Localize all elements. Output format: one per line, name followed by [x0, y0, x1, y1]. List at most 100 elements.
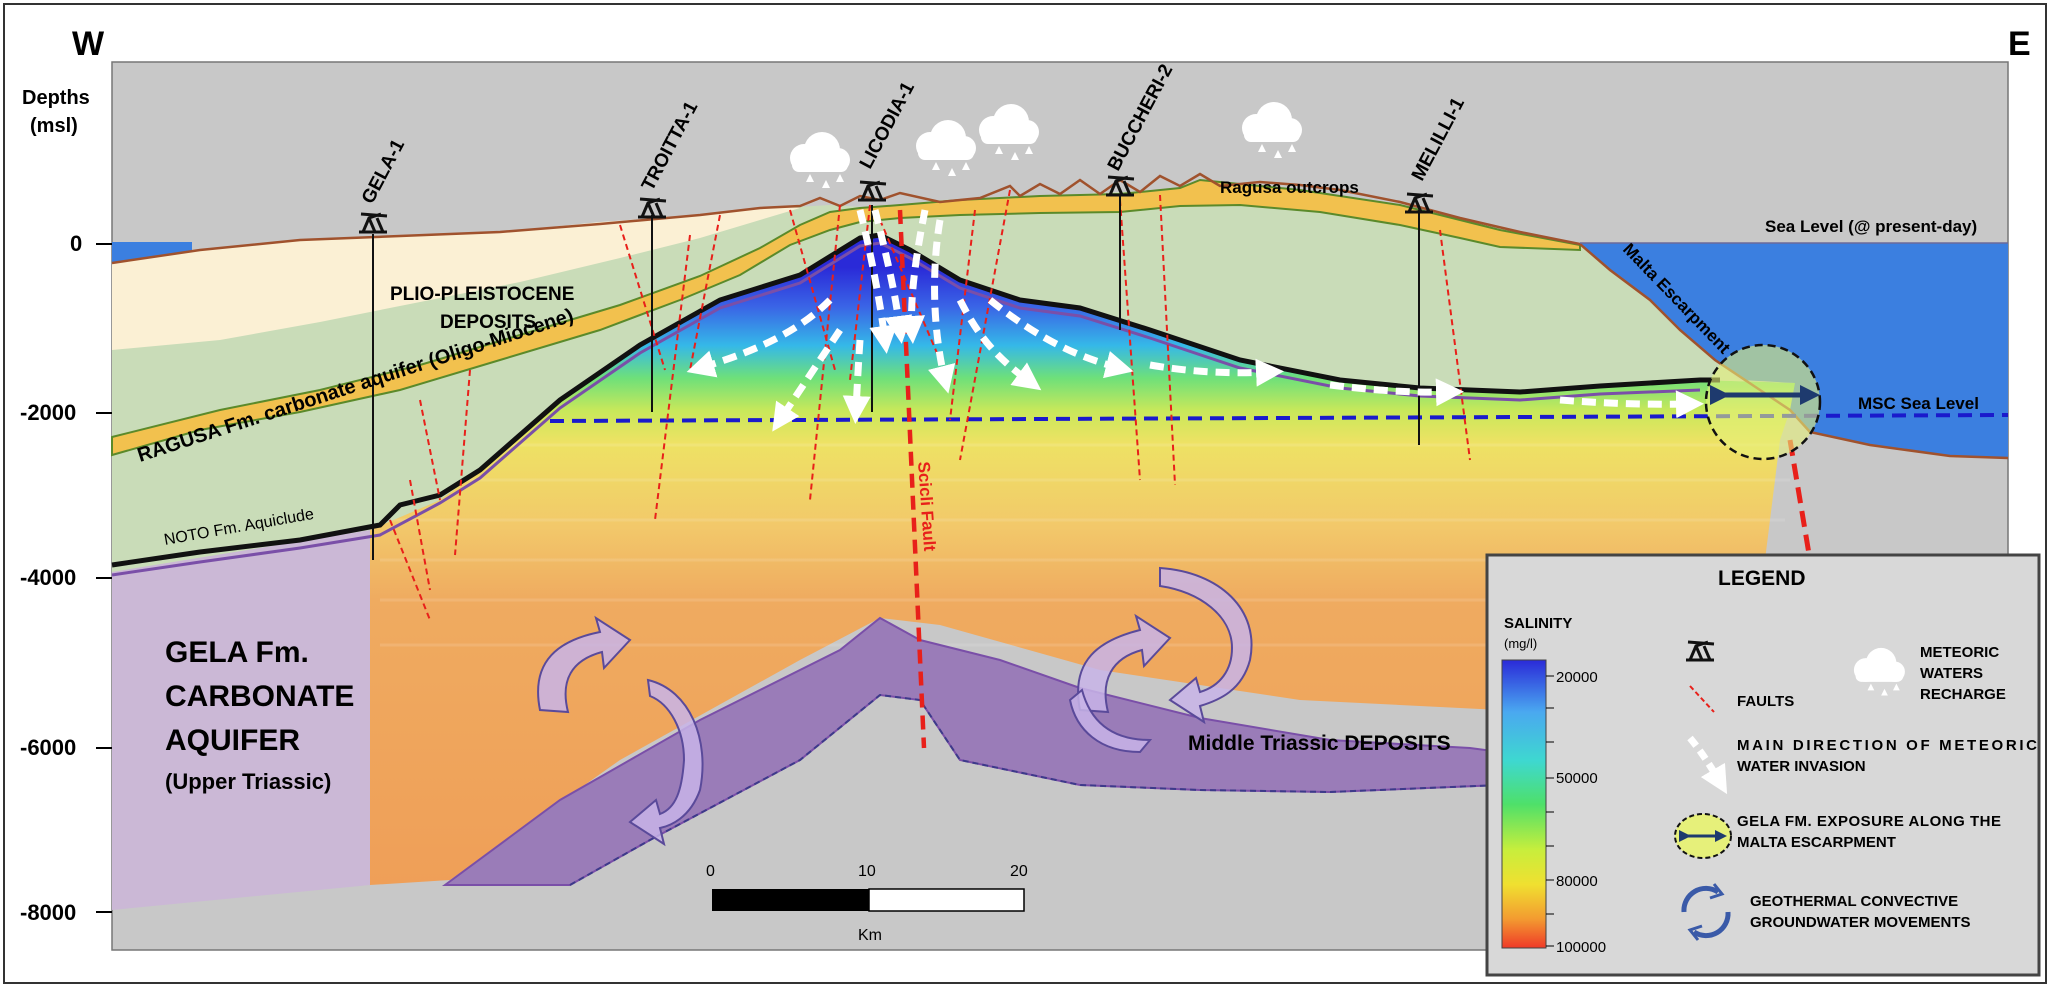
fault-legend-icon [1689, 685, 1715, 713]
oil-derrick-icon [638, 197, 667, 219]
plio-label-1: PLIO-PLEISTOCENE [390, 284, 574, 305]
convective-arrows [537, 566, 1253, 847]
noto-green-unit [112, 190, 1795, 572]
oil-derrick-icon [1405, 192, 1434, 214]
salinity-unit: (mg/l) [1504, 636, 1537, 651]
legend-main-direction-2: WATER INVASION [1737, 758, 1866, 775]
depth-tick-label: 0 [70, 231, 82, 256]
scale-unit: Km [858, 927, 882, 944]
well-lines [372, 195, 1420, 560]
salinity-tick-label: 100000 [1556, 939, 1606, 956]
arrow-icon [956, 298, 1042, 391]
colorbar-ticks [1546, 675, 1554, 947]
salinity-tick-label: 50000 [1556, 770, 1598, 787]
arrow-icon [1149, 358, 1284, 387]
fault-line [949, 209, 976, 421]
legend-title: LEGEND [1718, 567, 1806, 590]
legend-geothermal-2: GROUNDWATER MOVEMENTS [1750, 914, 1971, 931]
convective-arrow-icon [537, 615, 632, 714]
arrow-icon [856, 209, 898, 354]
fault-line [409, 479, 431, 591]
legend-main-direction-1: MAIN DIRECTION OF METEORIC [1737, 737, 2037, 754]
salinity-tick-label: 80000 [1556, 873, 1598, 890]
depth-tick-label: -8000 [20, 900, 76, 925]
plio-label-2: DEPOSITS [440, 312, 536, 333]
arrow-icon [897, 209, 929, 344]
west-label: W [72, 25, 105, 63]
rain-cloud-icon [1853, 647, 1905, 696]
arrow-icon [987, 297, 1134, 379]
legend-box [1485, 553, 2041, 977]
depth-tick-marks [96, 243, 112, 913]
arrow-icon [871, 209, 913, 344]
escarpment-fault-line [1787, 439, 1813, 561]
noto-top-line [111, 232, 1720, 568]
gela-label-2: CARBONATE [165, 680, 354, 713]
arrow-icon [928, 219, 956, 394]
scicli-fault-line [897, 209, 927, 749]
convective-arrow-icon [1159, 566, 1253, 725]
gela-exposure-circle [1704, 343, 1822, 461]
sea-east [1580, 243, 2008, 458]
gela-label-1: GELA Fm. [165, 636, 309, 669]
legend-meteoric-1: METEORIC [1920, 644, 1999, 661]
legend-faults: FAULTS [1737, 693, 1794, 710]
ragusa-outcrops-label: Ragusa outcrops [1220, 178, 1359, 197]
convective-arrow-icon [1681, 883, 1731, 941]
salinity-title: SALINITY [1504, 615, 1572, 632]
rain-cloud-icon [790, 132, 850, 188]
gela-label-4: (Upper Triassic) [165, 769, 331, 794]
meteoric-invasion-arrows [686, 209, 1704, 432]
fault-line [454, 369, 471, 556]
salinity-colorbar [1501, 659, 1547, 949]
legend-geothermal-1: GEOTHERMAL CONVECTIVE [1750, 893, 1958, 910]
fault-line [879, 219, 941, 361]
fault-line [1119, 199, 1141, 481]
ragusa-aquifer-band [111, 178, 1581, 457]
depth-axis-title: Depths [22, 87, 90, 109]
sea-level-label: Sea Level (@ present-day) [1765, 217, 1977, 236]
arrow-icon [842, 339, 871, 424]
fault-line [789, 209, 836, 371]
arrow-icon [1329, 378, 1464, 407]
fault-line [1159, 194, 1176, 486]
scale-bar: 0 10 20 Km [706, 863, 1028, 944]
depth-tick-label: -2000 [20, 400, 76, 425]
rain-cloud-icon [979, 104, 1039, 160]
depth-tick-label: -4000 [20, 565, 76, 590]
fault-line [654, 234, 691, 521]
msc-sea-level-label: MSC Sea Level [1858, 394, 1979, 413]
fault-line [419, 399, 441, 501]
triassic-base-dashed [569, 693, 1501, 886]
rain-cloud-icon [916, 120, 976, 176]
fault-line [689, 214, 721, 371]
rain-cloud-icon [1242, 102, 1302, 158]
convective-arrow-icon [1068, 688, 1153, 754]
scale-tick-label: 20 [1010, 863, 1028, 880]
legend-meteoric-2: WATERS [1920, 665, 1983, 682]
oil-derrick-icon [1106, 175, 1135, 197]
scale-tick-label: 10 [858, 863, 876, 880]
legend-gela-exposure-2: MALTA ESCARPMENT [1737, 834, 1896, 851]
fault-line [619, 224, 666, 371]
fault-line [1439, 229, 1471, 461]
faults [389, 189, 1471, 621]
oil-derrick-icon [858, 180, 887, 202]
oil-derrick-icon [1686, 640, 1715, 662]
depth-tick-label: -6000 [20, 735, 76, 760]
convective-arrow-icon [628, 678, 704, 847]
gela-label-3: AQUIFER [165, 724, 300, 757]
depth-ticks: 0 -2000 -4000 -6000 -8000 [20, 231, 82, 925]
convective-arrow-icon [1077, 613, 1172, 714]
salinity-tick-label: 20000 [1556, 669, 1598, 686]
middle-triassic-label: Middle Triassic DEPOSITS [1188, 732, 1451, 755]
depth-axis-unit: (msl) [30, 115, 78, 137]
arrow-icon [772, 328, 843, 432]
fault-line [389, 519, 431, 621]
legend-meteoric-3: RECHARGE [1920, 686, 2006, 703]
arrow-icon [1687, 735, 1728, 795]
legend-gela-exposure-1: GELA FM. EXPOSURE ALONG THE [1737, 813, 2001, 830]
arrow-icon [686, 297, 833, 378]
legend: LEGEND SALINITY (mg/l) 20000 50000 80000… [1485, 553, 2041, 977]
